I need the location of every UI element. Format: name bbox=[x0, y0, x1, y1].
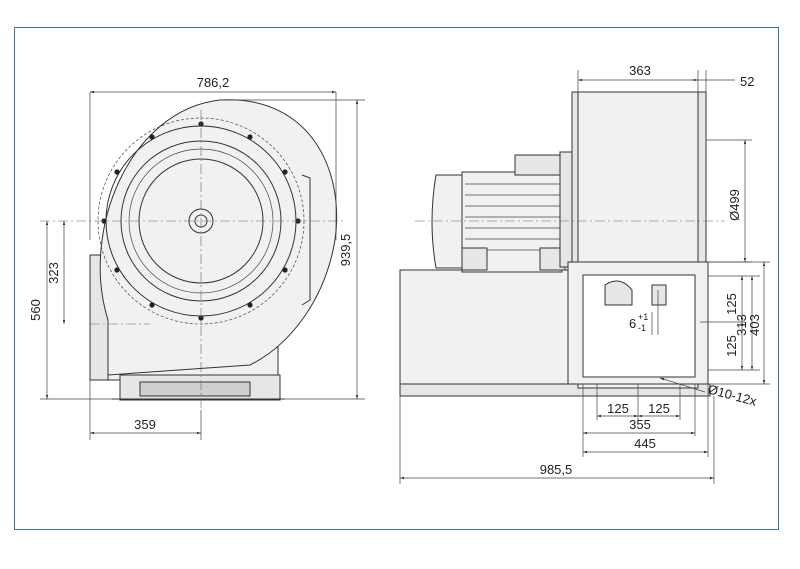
motor-foot-left bbox=[461, 247, 488, 271]
scroll-housing bbox=[99, 99, 338, 376]
tolerance-minus: -1 bbox=[638, 323, 646, 333]
inner-detail bbox=[651, 284, 667, 306]
dim-flange-inner: 313 bbox=[734, 314, 749, 336]
dim-housing-depth: 363 bbox=[629, 63, 651, 78]
flange-plate bbox=[697, 91, 707, 268]
outlet-opening bbox=[582, 274, 696, 378]
base-frame-side bbox=[399, 269, 571, 389]
terminal-box bbox=[514, 154, 561, 176]
dim-flange-outer: 403 bbox=[747, 314, 762, 336]
dim-flange-width-outer: 445 bbox=[634, 436, 656, 451]
dim-flange-width-inner: 355 bbox=[629, 417, 651, 432]
dim-overall-length: 985,5 bbox=[540, 462, 573, 477]
inlet-plate bbox=[571, 91, 579, 263]
side-view: 363 52 Ø499 125 125 313 403 6 +1 -1 bbox=[399, 63, 770, 484]
dim-flange-v1: 125 bbox=[724, 293, 739, 315]
dim-outlet-height: 560 bbox=[28, 299, 43, 321]
dim-overall-height: 939,5 bbox=[338, 234, 353, 267]
dim-axis-offset: 359 bbox=[134, 417, 156, 432]
dim-flange-v2: 125 bbox=[724, 335, 739, 357]
dim-overall-width: 786,2 bbox=[197, 75, 230, 90]
base-plate bbox=[139, 381, 251, 397]
bolt-circle bbox=[97, 117, 305, 325]
motor-end-cap bbox=[431, 174, 466, 269]
dim-axis-height: 323 bbox=[46, 262, 61, 284]
tolerance-value: 6 bbox=[629, 316, 636, 331]
dim-inlet-diameter: Ø499 bbox=[727, 189, 742, 221]
front-view: 786,2 939,5 560 323 359 bbox=[28, 75, 365, 440]
dim-flange-offset: 52 bbox=[740, 74, 754, 89]
tolerance-plus: +1 bbox=[638, 312, 648, 322]
drawing-frame bbox=[14, 27, 779, 530]
motor-shaft-detail bbox=[604, 280, 633, 306]
dim-flange-h1: 125 bbox=[607, 401, 629, 416]
dim-flange-h2: 125 bbox=[648, 401, 670, 416]
